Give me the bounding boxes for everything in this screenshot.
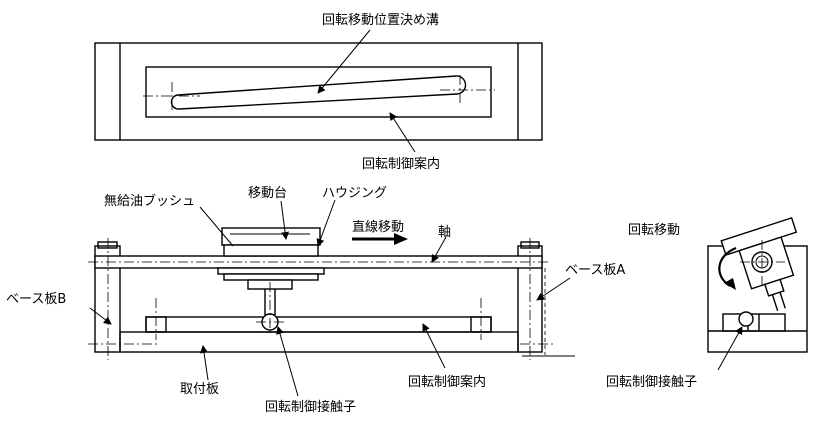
side-view-guide-block: [722, 313, 786, 332]
label-housing: ハウジング: [322, 186, 387, 201]
rotation-positioning-groove: [170, 75, 467, 110]
linear-motion-arrow-head: [394, 233, 408, 245]
leader-contact-side: [717, 326, 743, 371]
leader-oilless-bush: [199, 206, 234, 247]
mounting-plate: [119, 331, 519, 353]
side-view-contact-holder: [763, 278, 785, 297]
label-rotation-motion: 回転移動: [628, 223, 680, 238]
side-view-contact-ball: [738, 311, 754, 327]
housing-lower: [223, 273, 319, 281]
label-oilless-bush: 無給油ブッシュ: [104, 193, 195, 209]
leader-base-plate-b: [89, 307, 112, 325]
label-base-plate-a: ベース板A: [565, 263, 625, 278]
side-view-stem-left: [771, 294, 779, 312]
top-view: 回転移動位置決め溝 回転制御案内: [94, 13, 543, 172]
housing: [223, 244, 319, 257]
leader-housing: [316, 199, 336, 247]
label-moving-table: 移動台: [248, 186, 287, 201]
label-rotation-positioning-groove: 回転移動位置決め溝: [322, 13, 439, 28]
base-plate-b-cap: [97, 241, 118, 249]
leader-contact-front: [276, 326, 299, 397]
rotation-arrow-head: [724, 278, 736, 290]
leader-guide-top: [389, 112, 416, 153]
leader-shaft: [431, 236, 447, 263]
rotation-guide-bar: [145, 316, 492, 333]
side-view: 回転移動 回転制御接触子: [606, 217, 808, 390]
leader-mounting-plate: [200, 345, 209, 381]
base-plate-b: [94, 245, 121, 353]
label-linear-motion: 直線移動: [352, 219, 404, 235]
front-view: 無給油ブッシュ 移動台 ハウジング 直線移動 軸 ベース板A ベース板B 取付板…: [6, 186, 625, 415]
moving-table: [221, 227, 321, 246]
label-rotation-guide-top: 回転制御案内: [362, 156, 440, 172]
label-rotation-guide-front: 回転制御案内: [408, 374, 486, 390]
label-base-plate-b: ベース板B: [6, 292, 66, 307]
top-view-outer-frame: [94, 42, 543, 141]
label-rotation-contact-front: 回転制御接触子: [265, 399, 356, 415]
oilless-bush-lower: [217, 267, 325, 275]
label-shaft: 軸: [438, 225, 451, 240]
side-view-stem-right: [779, 291, 786, 309]
label-mounting-plate: 取付板: [180, 382, 219, 397]
leader-groove: [317, 29, 371, 94]
leader-base-plate-a: [536, 277, 571, 301]
top-view-guide-plate: [145, 66, 492, 118]
leader-moving-table: [280, 200, 290, 240]
label-rotation-contact-side: 回転制御接触子: [606, 374, 697, 390]
leader-guide-front: [422, 323, 446, 369]
